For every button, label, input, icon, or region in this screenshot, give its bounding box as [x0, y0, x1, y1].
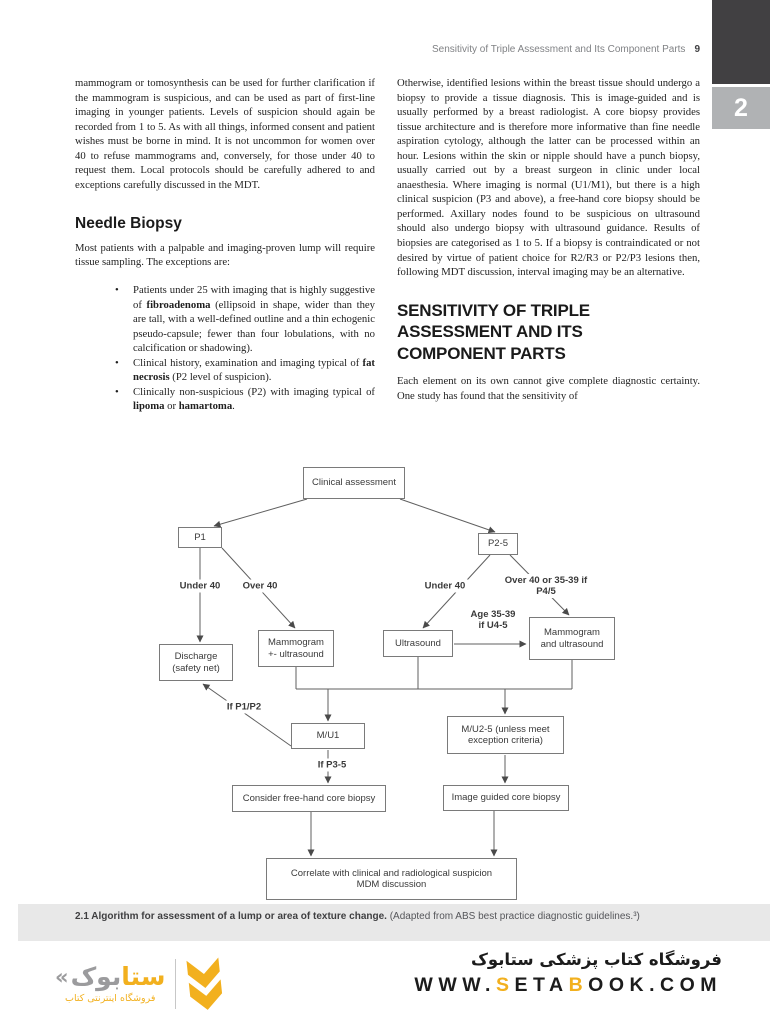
sensitivity-section-heading: SENSITIVITY OF TRIPLE ASSESSMENT AND ITS… [397, 300, 590, 363]
bullet-item-fat-necrosis: • Clinical history, examination and imag… [75, 356, 375, 385]
bullet-bold-term: hamartoma [178, 400, 233, 413]
right-paragraph-2: Each element on its own cannot give comp… [397, 375, 700, 402]
node-p2-5: P2-5 [478, 533, 518, 555]
bullet-text: Patients under 25 with imaging that is h… [133, 284, 375, 311]
bullet-glyph: • [115, 356, 119, 369]
left-paragraph-2: Most patients with a palpable and imagin… [75, 241, 375, 269]
bullet-item-fibroadenoma: • Patients under 25 with imaging that is… [75, 283, 375, 356]
running-title: Sensitivity of Triple Assessment and Its… [431, 44, 686, 55]
edge-label-under-40-left: Under 40 [176, 579, 224, 593]
left-paragraph-1: mammogram or tomosynthesis can be used f… [75, 77, 375, 191]
algorithm-flowchart: Clinical assessment P1 P2-5 Discharge (s… [70, 462, 650, 902]
bullet-bold-term: fibroadenoma [146, 298, 211, 311]
edge-label-if-p3-5: If P3-5 [314, 758, 350, 772]
footer-store-block: فروشگاه کتاب پزشکی ستابوک WWW.SETABOOK.C… [414, 950, 722, 997]
chevron-emblem-icon [186, 957, 223, 1010]
bullet-text: Clinically non-suspicious (P2) with imag… [133, 385, 375, 398]
running-head: Sensitivity of Triple Assessment and Its… [75, 44, 700, 55]
node-mammogram-and-ultrasound: Mammogram and ultrasound [529, 617, 615, 660]
node-mammogram-ultrasound: Mammogram +- ultrasound [258, 630, 334, 667]
edge-label-age-35-39: Age 35-39 if U4-5 [467, 608, 519, 632]
edge-label-under-40-right: Under 40 [421, 579, 469, 593]
bullet-glyph: • [115, 385, 119, 398]
logo-wordmark: « ستابوک [55, 964, 165, 990]
bullet-text: Clinical history, examination and imagin… [133, 356, 363, 369]
edge-label-over-40-left: Over 40 [239, 579, 281, 593]
url-part: WWW. [414, 974, 496, 996]
bullet-text: (ellipsoid in shape, wider than they are… [133, 298, 376, 355]
node-image-guided-core-biopsy: Image guided core biopsy [443, 785, 569, 811]
figure-caption-rest: (Adapted from ABS best practice diagnost… [386, 911, 640, 922]
right-column: Otherwise, identified lesions within the… [397, 76, 700, 403]
node-ultrasound: Ultrasound [383, 630, 453, 657]
bullet-text: or [164, 400, 179, 413]
flowchart-connectors [196, 498, 573, 857]
bullet-item-lipoma-hamartoma: • Clinically non-suspicious (P2) with im… [75, 385, 375, 414]
node-m-u2-5: M/U2-5 (unless meet exception criteria) [447, 716, 564, 754]
needle-biopsy-heading: Needle Biopsy [75, 215, 182, 233]
chapter-tab-number: 2 [712, 87, 770, 129]
logo-wordmark-text: ستابوک [71, 964, 166, 990]
figure-caption: 2.1 Algorithm for assessment of a lump o… [18, 904, 770, 941]
node-discharge-safety-net: Discharge (safety net) [159, 644, 233, 681]
url-part-accent: S [495, 974, 515, 996]
logo-guillemet: « [55, 965, 69, 989]
figure-caption-bold: 2.1 Algorithm for assessment of a lump o… [75, 911, 387, 922]
node-m-u1: M/U1 [291, 723, 365, 749]
bullet-bold-term: fat necrosis [133, 356, 375, 384]
url-part: ETA [514, 974, 569, 996]
edge-label-over-40-or-35-39: Over 40 or 35-39 if P4/5 [494, 574, 598, 598]
url-part-accent: B [568, 974, 589, 996]
bullet-bold-term: lipoma [133, 400, 165, 413]
logo-tagline: فروشگاه اینترنتی کتاب [65, 993, 156, 1004]
edge-label-if-p1-p2: If P1/P2 [223, 700, 265, 714]
node-clinical-assessment: Clinical assessment [303, 467, 405, 499]
logo-divider [175, 959, 177, 1009]
logo-wordmark-gray: بوک [70, 962, 122, 991]
store-name-farsi: فروشگاه کتاب پزشکی ستابوک [471, 950, 722, 969]
setabook-logo: « ستابوک فروشگاه اینترنتی کتاب [55, 954, 224, 1014]
url-part: OOK.COM [588, 974, 722, 996]
bullet-text: . [232, 400, 235, 413]
chapter-tab-dark-block [712, 0, 770, 84]
logo-text-block: « ستابوک فروشگاه اینترنتی کتاب [55, 964, 165, 1005]
node-correlate-mdm: Correlate with clinical and radiological… [266, 858, 517, 900]
bullet-text: (P2 level of suspicion). [169, 371, 272, 384]
node-consider-freehand-core-biopsy: Consider free-hand core biopsy [232, 785, 386, 812]
node-p1: P1 [178, 527, 222, 548]
right-paragraph-1: Otherwise, identified lesions within the… [397, 77, 700, 279]
left-column: mammogram or tomosynthesis can be used f… [75, 76, 375, 414]
page-number: 9 [694, 44, 700, 55]
logo-wordmark-yellow: ستا [121, 962, 166, 991]
setabook-url: WWW.SETABOOK.COM [414, 974, 722, 997]
exceptions-bullet-list: • Patients under 25 with imaging that is… [75, 283, 375, 414]
bullet-glyph: • [115, 284, 119, 297]
